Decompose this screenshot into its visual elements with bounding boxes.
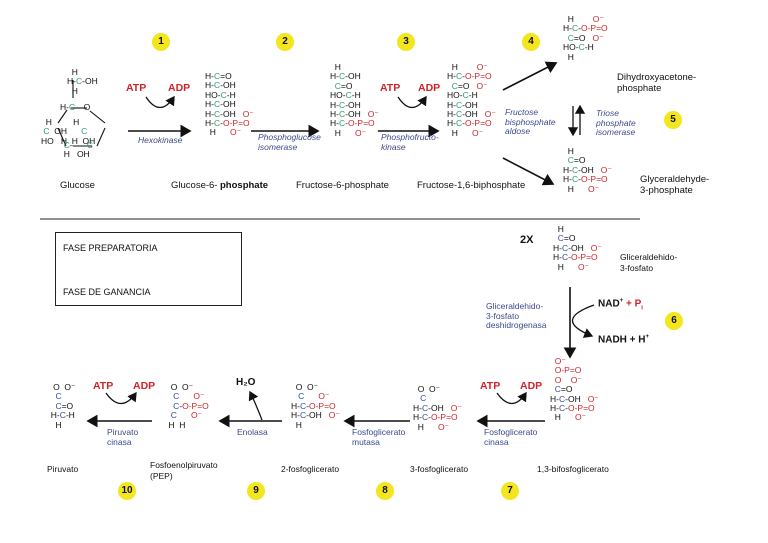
step-badge-1: 1 [152,33,170,51]
pg2-structure: O O⁻ C O⁻ H-C-O-P=O H-C-OH O⁻ H [291,382,340,430]
pyruvate-structure: O O⁻ C C=O H-C-H H [50,382,76,430]
step-badge-9: 9 [247,482,265,500]
atp-step3: ATP [380,82,401,94]
label-f6p: Fructose-6-phosphate [296,180,389,191]
enzyme-pyruvate-kinase: Piruvato cinasa [107,427,139,447]
label-gap-en: Glyceraldehyde- 3-phosphate [640,174,710,196]
nadh-text: NADH + H+ [598,334,650,346]
f6p-structure: H H-C-OH C=O HO-C-H H-C-OH H-C-OH O⁻ H-C… [330,62,379,138]
atp-step10: ATP [93,380,114,392]
glucose-ring [57,80,106,147]
step-badge-6: 6 [665,312,683,330]
curve-step6 [571,304,595,338]
glucose-ring-left: H H C OH C HO H H OH [41,117,96,146]
f16bp-structure: H O⁻ H-C-O-P=O C=O O⁻ HO-C-H H-C-OH H-C-… [447,62,496,138]
enzyme-phosphoglycerate-kinase: Fosfoglicerato cinasa [484,427,538,447]
atp-step7: ATP [480,380,501,392]
glucose-ring-bottom: C——C H OH [59,140,94,160]
label-pg3: 3-fosfoglicerato [410,464,469,474]
g6p-structure: H-C=O H-C-OH HO-C-H H-C-OH H-C-OH O⁻ H-C… [205,71,254,138]
curve-step1 [145,95,175,109]
atp-step1: ATP [126,82,147,94]
curve-step7 [496,391,527,405]
adp-step7: ADP [520,380,543,392]
enzyme-hexokinase: Hexokinase [138,135,183,145]
label-dhap: Dihydroxyacetone- phosphate [617,72,697,94]
enzyme-triose-phosphate-isomerase: Triose phosphate isomerase [596,108,636,137]
two-x-label: 2X [520,234,534,246]
enzyme-phosphofructokinase: Phosphofructo- kinase [381,132,439,152]
curve-step10 [105,391,137,405]
gap-structure-bottom: H C=O H-C-OH O⁻ H-C-O-P=O H O⁻ [553,224,602,272]
pg3-structure: O O⁻ C H-C-OH O⁻ H-C-O-P=O H O⁻ [413,384,462,432]
legend-gain: FASE DE GANANCIA [63,287,151,297]
dhap-structure: H O⁻ H-C-O-P=O C=O O⁻ HO-C-H H [563,14,608,62]
step-badge-5: 5 [664,111,682,129]
enzyme-aldolase: Fructose bisphosphate aldose [505,107,556,136]
label-bpg13: 1,3-bifosfoglicerato [537,464,609,474]
step-badge-10: 10 [118,482,136,500]
step-badge-7: 7 [501,482,519,500]
label-f16bp: Fructose-1,6-biphosphate [417,180,526,191]
nadh-label: NADH + H [598,334,646,346]
enzyme-phosphoglucose-isomerase: Phosphoglucose isomerase [258,132,321,152]
adp-step10: ADP [133,380,156,392]
label-pg2: 2-fosfoglicerato [281,464,340,474]
step-badge-2: 2 [276,33,294,51]
enzyme-gapdh: Gliceraldehido- 3-fosfato deshidrogenasa [486,301,547,330]
curve-step9 [248,390,263,421]
gap-structure-top: H C=O H-C-OH O⁻ H-C-O-P=O H O⁻ [563,146,612,194]
nad-text: NAD [598,298,620,310]
pep-structure: O O⁻ C O⁻ C-O-P=O C O⁻ H H [168,382,209,430]
enzyme-enolase: Enolasa [237,427,268,437]
step-badge-8: 8 [376,482,394,500]
legend-prep: FASE PREPARATORIA [63,243,158,253]
adp-step1: ADP [168,82,191,94]
glucose-ring-top: H-C—O [60,102,91,112]
adp-step3: ADP [418,82,441,94]
curve-step3 [397,95,427,109]
water-label: H₂O [236,377,256,388]
label-glucose: Glucose [60,180,95,191]
pi-text: P [634,298,642,310]
arrow-step4-down [502,157,555,186]
label-g6p-a: Glucose-6- [171,180,218,191]
label-g6p-b: phosphate [220,180,269,191]
step-badge-3: 3 [397,33,415,51]
glucose-structure: H H-C-OH H [67,67,98,96]
label-pyruvate: Piruvato [47,464,79,474]
phase-legend [55,232,242,306]
step-badge-4: 4 [522,33,540,51]
arrow-step4-up [502,61,558,91]
nad-plus-pi: NAD+ + Pi [598,298,643,312]
bpg13-structure: O⁻ O-P=O O O⁻ C=O H-C-OH O⁻ H-C-O-P=O H … [550,356,599,423]
label-gap-es: Gliceraldehido- 3-fosfato [620,252,678,273]
label-pep: Fosfoenolpiruvato (PEP) [150,460,218,481]
enzyme-phosphoglycerate-mutase: Fosfoglicerato mutasa [352,427,406,447]
